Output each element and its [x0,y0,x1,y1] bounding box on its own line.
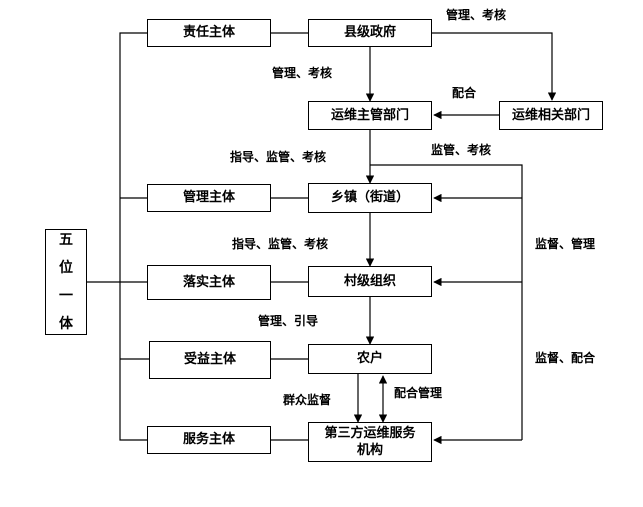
left-bracket-line [119,32,147,441]
five-in-one-box: 五 位 一 体 [45,229,87,335]
label-mgmt-assess-mid: 管理、考核 [272,66,333,80]
five-in-one-char: 五 [59,232,73,248]
management-subject-box: 管理主体 [147,184,271,212]
label-cooperate-manage: 配合管理 [394,386,443,400]
implementation-subject-box: 落实主体 [147,265,271,300]
label-manage-guide: 管理、引导 [258,314,319,328]
service-institution-line: 第三方运维服务 [324,426,416,441]
ops-department-box: 运维主管部门 [308,101,432,130]
five-in-one-char: 体 [59,316,73,332]
supervision-right-line [370,164,523,440]
label-oversee-cooperate: 监督、配合 [535,351,596,365]
label-mass-supervision: 群众监督 [283,393,332,407]
label-supervise-assess: 监管、考核 [431,143,492,157]
village-organization-box: 村级组织 [308,266,432,297]
label-cooperate: 配合 [452,86,477,100]
label-oversee-manage: 监督、管理 [535,237,596,251]
label-guide-supervise-assess: 指导、监管、考核 [232,237,329,251]
label-mgmt-assess-top: 管理、考核 [446,8,507,22]
farmer-box: 农户 [308,344,432,374]
service-institution-box: 第三方运维服务 机构 [308,422,432,462]
five-in-one-char: 位 [59,260,73,276]
beneficiary-subject-box: 受益主体 [149,341,271,379]
responsibility-subject-box: 责任主体 [147,19,271,47]
service-subject-box: 服务主体 [147,426,271,454]
five-in-one-char: 一 [59,288,73,304]
county-government-box: 县级政府 [308,19,432,47]
township-box: 乡镇（街道） [308,183,432,213]
service-institution-line: 机构 [356,443,383,458]
related-department-box: 运维相关部门 [499,101,603,130]
gov-to-related-arrow [432,32,557,101]
label-guide-supervise-assess: 指导、监管、考核 [230,150,327,164]
